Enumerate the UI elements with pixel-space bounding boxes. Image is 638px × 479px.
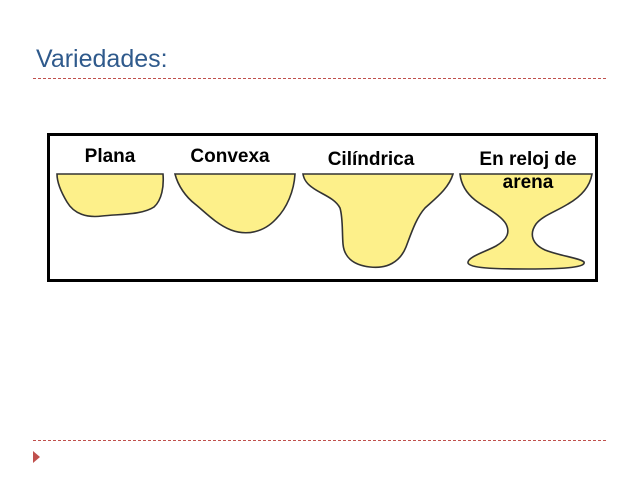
shape-convexa: Convexa xyxy=(175,146,295,233)
cilindrica-shape xyxy=(303,174,453,267)
top-divider xyxy=(33,78,606,79)
plana-shape xyxy=(57,174,163,216)
slide-title: Variedades: xyxy=(36,44,168,74)
varieties-illustration: Plana Convexa Cilíndrica En reloj de are… xyxy=(50,136,595,279)
dental-varieties-figure: Plana Convexa Cilíndrica En reloj de are… xyxy=(47,133,598,282)
bullet-arrow-icon xyxy=(33,451,40,463)
label-reloj-line-2: arena xyxy=(503,172,554,193)
shape-cilindrica: Cilíndrica xyxy=(303,149,453,267)
label-cilindrica: Cilíndrica xyxy=(328,149,415,170)
label-convexa: Convexa xyxy=(190,146,270,167)
label-reloj-line-1: En reloj de xyxy=(479,149,576,170)
shape-reloj-de-arena: En reloj de arena xyxy=(460,149,592,269)
label-plana: Plana xyxy=(85,146,136,167)
convexa-shape xyxy=(175,174,295,233)
bottom-divider xyxy=(33,440,606,441)
shape-plana: Plana xyxy=(57,146,163,216)
